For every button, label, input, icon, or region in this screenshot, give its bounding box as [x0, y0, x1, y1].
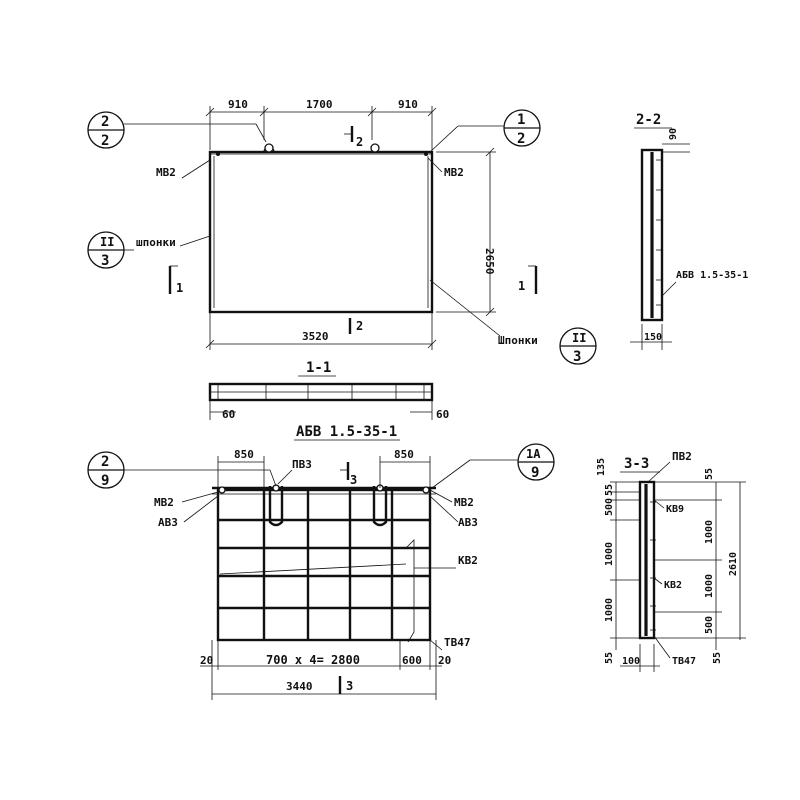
lifting-loop-right-eye	[370, 143, 380, 153]
svg-text:II: II	[100, 235, 114, 249]
panel-outline	[208, 150, 434, 314]
frame-dim-right: 850	[394, 448, 414, 461]
frame-label-av-left: АВ3	[158, 516, 178, 529]
svg-text:2: 2	[101, 454, 109, 470]
svg-text:1: 1	[517, 112, 525, 128]
callout-2-2: 2 2	[87, 111, 267, 149]
frame-dim-left: 850	[234, 448, 254, 461]
frame-cut-top: 3	[350, 473, 357, 487]
section-1-1: 1-1 60 60	[208, 360, 449, 421]
callout-II-3-right: II 3	[559, 327, 597, 365]
plan-label-keys-left: шпонки	[136, 236, 176, 249]
s33-dim-r-500: 500	[704, 616, 715, 634]
plan-cut-left: 1	[176, 281, 183, 295]
s33-label-tv: ТВ47	[672, 656, 696, 667]
frame-label-tv: ТВ47	[444, 636, 471, 649]
s33-dim-r-55a: 55	[704, 468, 715, 480]
section-1-1-dim-left: 60	[222, 408, 235, 421]
frame-dim-formula: 700 х 4= 2800	[266, 653, 360, 667]
plan-view: 910 1700 910 3520 2650 2 2 1 1 МВ2 МВ2	[87, 98, 597, 365]
section-2-2-title: 2-2	[636, 112, 661, 128]
s33-dim-55a: 55	[604, 484, 615, 496]
svg-text:2: 2	[517, 131, 525, 147]
frame-title: АБВ 1.5-35-1	[296, 424, 397, 440]
section-3-3: 3-3 55 135 500 1000 1000 55 55 1000 1000	[596, 450, 746, 672]
plan-dim-height: 2650	[483, 248, 496, 275]
s33-dim-r-1000b: 1000	[704, 574, 715, 598]
plan-cut-right: 1	[518, 279, 525, 293]
callout-2-9: 2 9	[87, 451, 277, 489]
s33-dim-135: 135	[596, 458, 607, 476]
frame-dim-total: 3440	[286, 680, 313, 693]
section-1-1-title: 1-1	[306, 360, 331, 376]
section-2-2-dim-bottom: 150	[644, 332, 662, 343]
plan-dim-width: 3520	[302, 330, 329, 343]
s33-dim-1000a: 1000	[604, 542, 615, 566]
s33-label-kv2: КВ2	[664, 580, 682, 591]
section-2-2-label: АБВ 1.5-35-1	[676, 270, 748, 281]
frame-dim-600: 600	[402, 654, 422, 667]
plan-cut-top: 2	[356, 135, 363, 149]
s33-dim-55b: 55	[604, 652, 615, 664]
section-1-1-dim-right: 60	[436, 408, 449, 421]
s33-dim-r-1000a: 1000	[704, 520, 715, 544]
frame-label-kv: КВ2	[458, 554, 478, 567]
frame-dim-20b: 20	[438, 654, 451, 667]
plan-label-mv-right: МВ2	[444, 166, 464, 179]
frame-view: АБВ 1.5-35-1 850 850	[87, 424, 555, 700]
s33-dim-bottom: 100	[622, 656, 640, 667]
frame-cut-bottom: 3	[346, 679, 353, 693]
s33-dim-total: 2610	[728, 552, 739, 576]
s33-label-kv9: КВ9	[666, 504, 684, 515]
section-2-2-dim-top: 90	[668, 128, 679, 140]
section-2-2: 2-2 90 150 АБВ 1.5-35-1	[630, 112, 748, 350]
svg-text:2: 2	[101, 114, 109, 130]
callout-II-3-left: II 3	[87, 231, 134, 269]
plan-dim-left: 910	[228, 98, 248, 111]
frame-label-mv-right: МВ2	[454, 496, 474, 509]
lifting-loop-left-eye	[264, 143, 274, 153]
callout-1-2: 1 2	[429, 109, 541, 153]
svg-text:3: 3	[573, 349, 581, 365]
plan-dim-right: 910	[398, 98, 418, 111]
callout-1A-9: 1А 9	[431, 443, 555, 489]
plan-label-mv-left: МВ2	[156, 166, 176, 179]
plan-dim-mid: 1700	[306, 98, 333, 111]
svg-text:3: 3	[101, 253, 109, 269]
svg-text:9: 9	[101, 473, 109, 489]
plan-cut-bottom: 2	[356, 319, 363, 333]
frame-label-av-right: АВ3	[458, 516, 478, 529]
s33-dim-r-55b: 55	[712, 652, 723, 664]
svg-text:2: 2	[101, 133, 109, 149]
s33-label-pv: ПВ2	[672, 450, 692, 463]
svg-text:II: II	[572, 331, 586, 345]
plan-label-keys-right: Шпонки	[498, 334, 538, 347]
s33-dim-500: 500	[604, 498, 615, 516]
svg-text:9: 9	[531, 465, 539, 481]
frame-label-mv-left: МВ2	[154, 496, 174, 509]
section-3-3-title: 3-3	[624, 456, 649, 472]
svg-text:1А: 1А	[526, 447, 541, 461]
frame-dim-20a: 20	[200, 654, 213, 667]
frame-label-pv: ПВ3	[292, 458, 312, 471]
s33-dim-1000b: 1000	[604, 598, 615, 622]
